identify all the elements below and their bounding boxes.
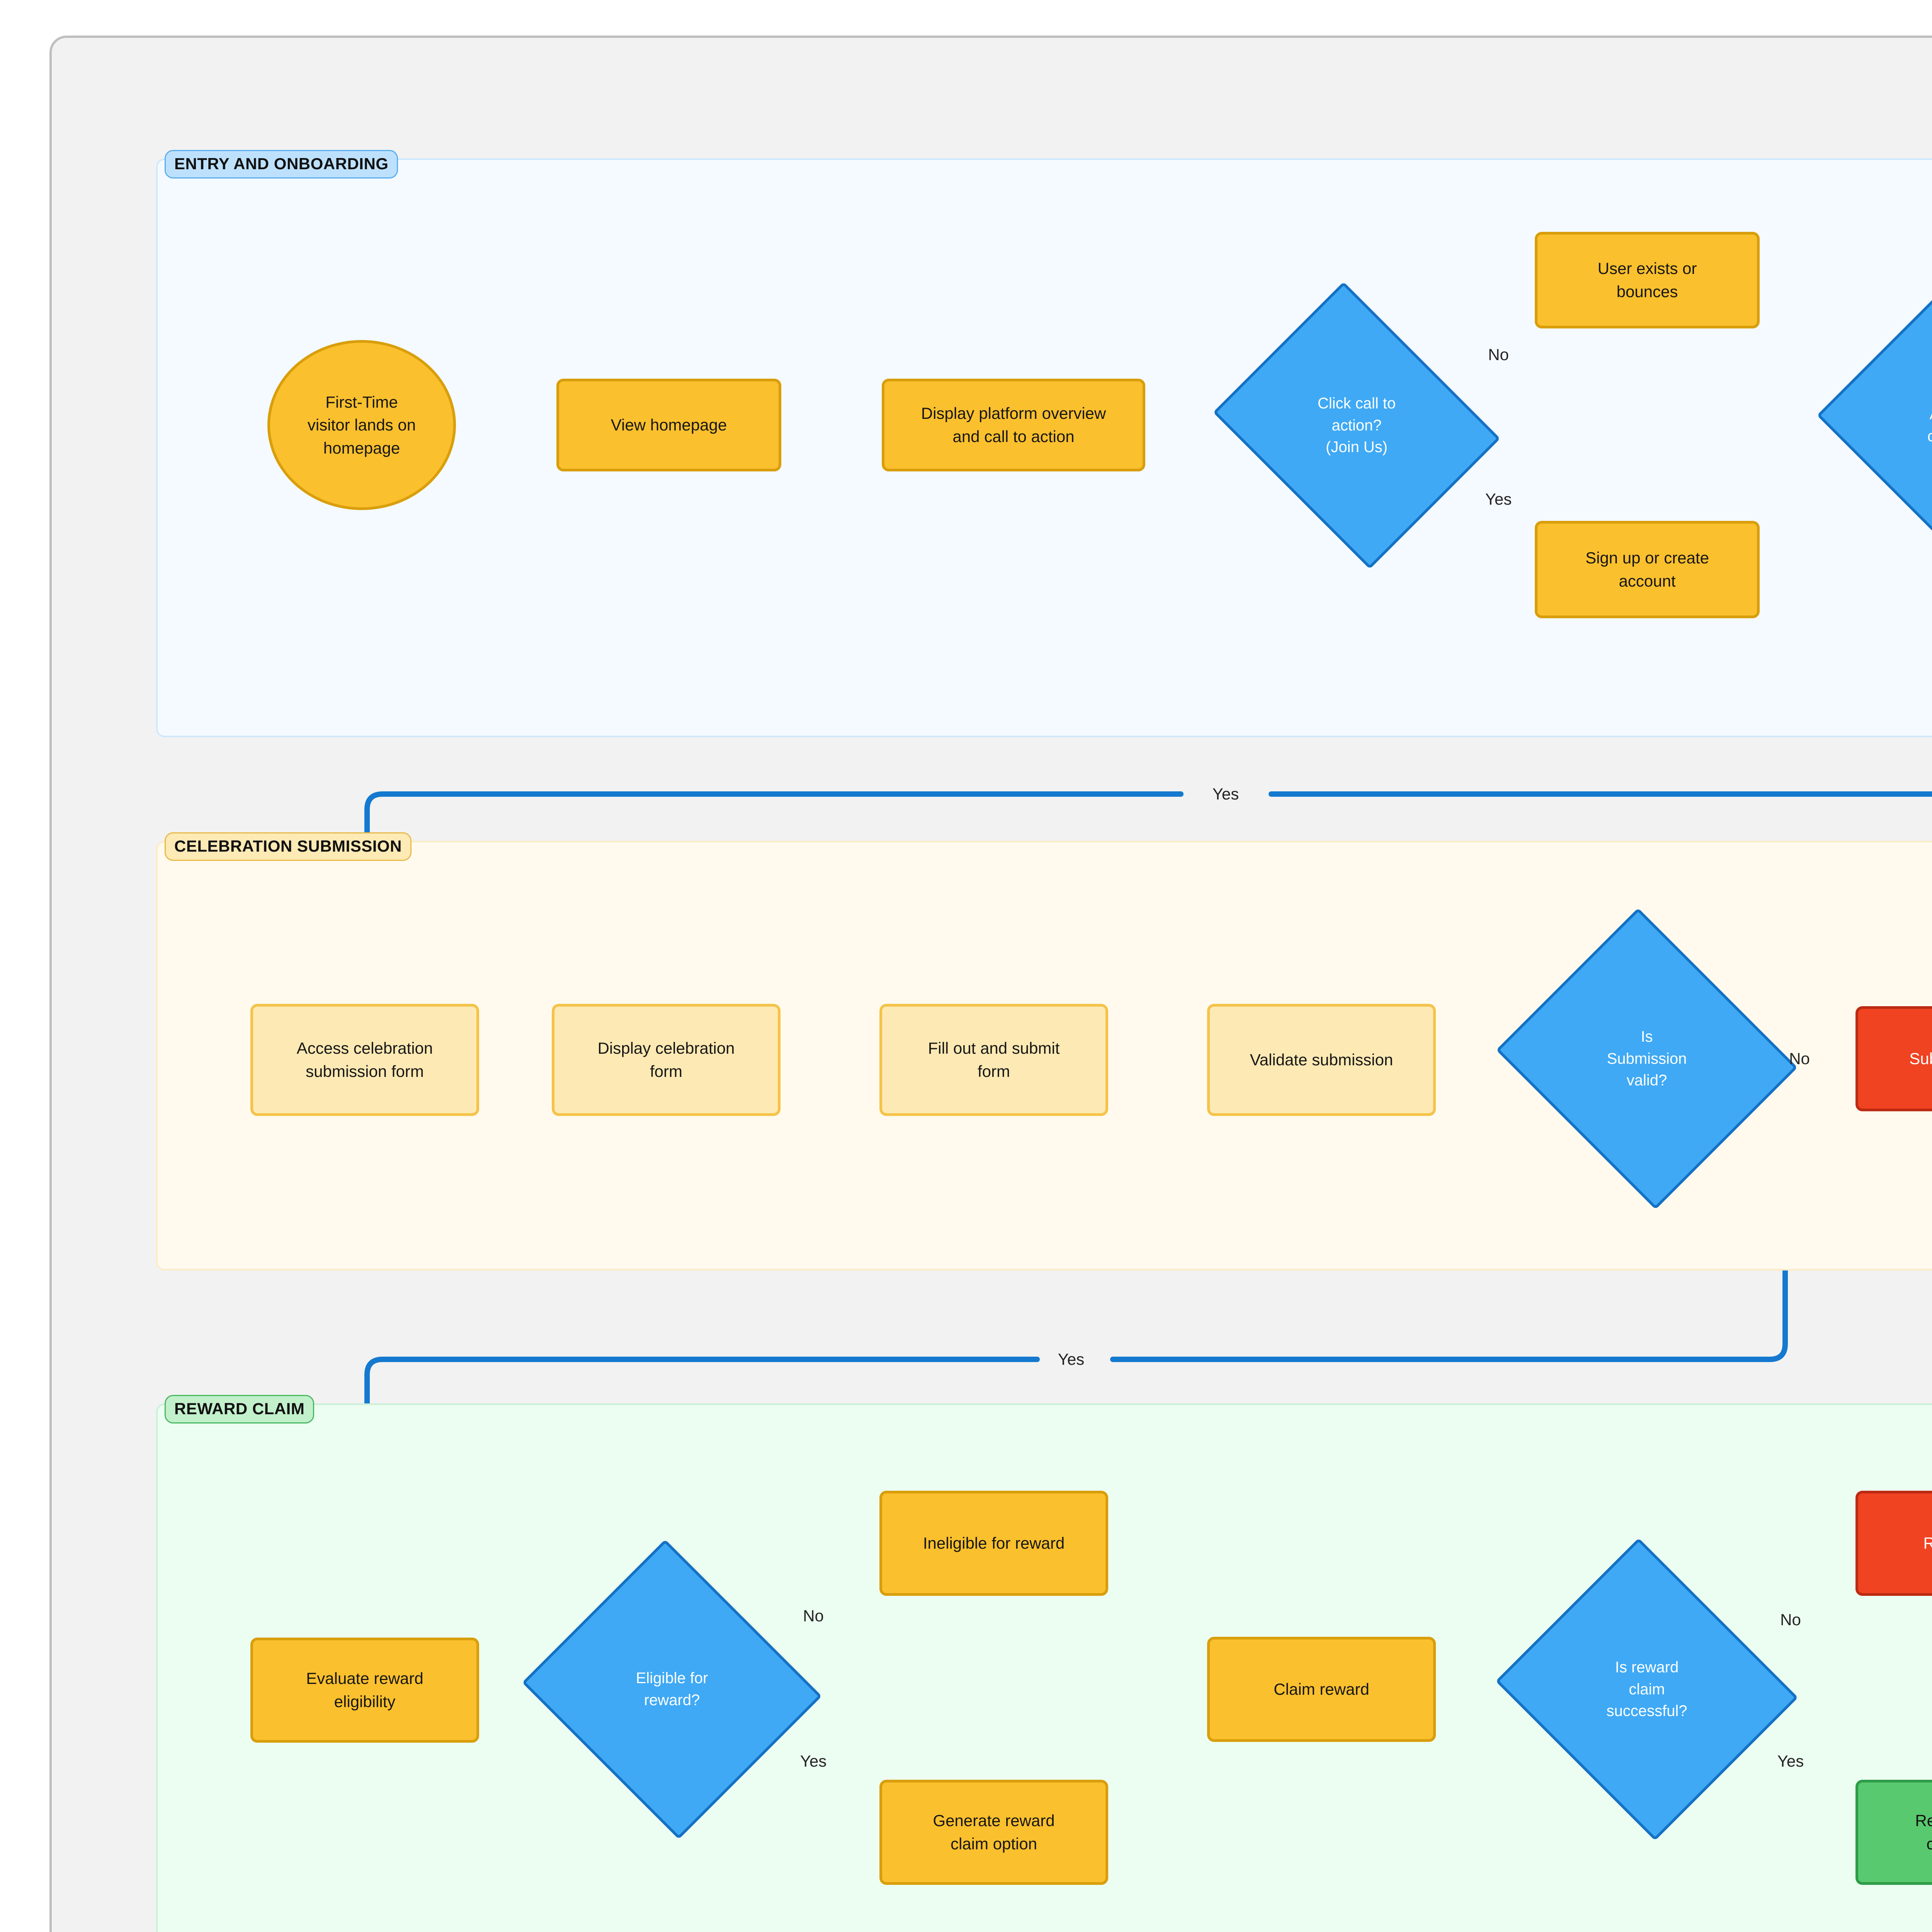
node-is-reward-claim-successful[interactable]: Is reward claim successful? — [1495, 1538, 1798, 1841]
node-eligible-for-reward[interactable]: Eligible for reward? — [522, 1539, 822, 1840]
node-is-submission-valid[interactable]: Is Submission valid? — [1496, 908, 1798, 1210]
node-claim-reward[interactable]: Claim reward — [1207, 1637, 1436, 1742]
edge-label-claim-success-yes: Yes — [1777, 1752, 1804, 1770]
edge-label-account-created-yes: Yes — [1212, 785, 1239, 803]
edge-label-claim-success-no: No — [1780, 1611, 1801, 1629]
edge-label-cta-yes: Yes — [1485, 490, 1512, 508]
node-sign-up-or-create-account[interactable]: Sign up or create account — [1535, 521, 1760, 618]
edge-label-submission-valid-no: No — [1789, 1049, 1810, 1068]
edge-label-submission-valid-yes: Yes — [1058, 1350, 1085, 1368]
node-ineligible-for-reward[interactable]: Ineligible for reward — [879, 1491, 1108, 1596]
node-display-celebration-form[interactable]: Display celebration form — [552, 1004, 781, 1116]
section-label-entry-and-onboarding: ENTRY AND ONBOARDING — [165, 150, 398, 179]
edge-label-eligible-yes: Yes — [800, 1752, 827, 1770]
node-reward-error[interactable]: Reward error — [1855, 1491, 1932, 1596]
node-view-homepage[interactable]: View homepage — [556, 379, 781, 471]
node-generate-reward-claim-option[interactable]: Generate reward claim option — [879, 1780, 1108, 1885]
node-reward-earned-confirmation[interactable]: Reward earned confirmation — [1855, 1780, 1932, 1885]
node-account-created[interactable]: Account created? — [1816, 284, 1932, 566]
edge-label-cta-no: No — [1488, 345, 1509, 364]
node-user-exists-or-bounces[interactable]: User exists or bounces — [1535, 232, 1760, 328]
node-evaluate-reward-eligibility[interactable]: Evaluate reward eligibility — [250, 1638, 479, 1743]
node-validate-submission[interactable]: Validate submission — [1207, 1004, 1436, 1116]
node-display-platform-overview[interactable]: Display platform overview and call to ac… — [882, 379, 1145, 471]
edge-label-eligible-no: No — [803, 1607, 824, 1625]
node-submission-error[interactable]: Submission error — [1855, 1006, 1932, 1111]
section-label-reward-claim: REWARD CLAIM — [165, 1395, 315, 1423]
node-click-call-to-action[interactable]: Click call to action? (Join Us) — [1213, 282, 1500, 569]
node-fill-out-and-submit-form[interactable]: Fill out and submit form — [879, 1004, 1108, 1116]
node-access-celebration-form[interactable]: Access celebration submission form — [250, 1004, 479, 1116]
node-first-time-visitor[interactable]: First-Time visitor lands on homepage — [267, 340, 456, 510]
section-label-celebration-submission: CELEBRATION SUBMISSION — [165, 832, 412, 861]
